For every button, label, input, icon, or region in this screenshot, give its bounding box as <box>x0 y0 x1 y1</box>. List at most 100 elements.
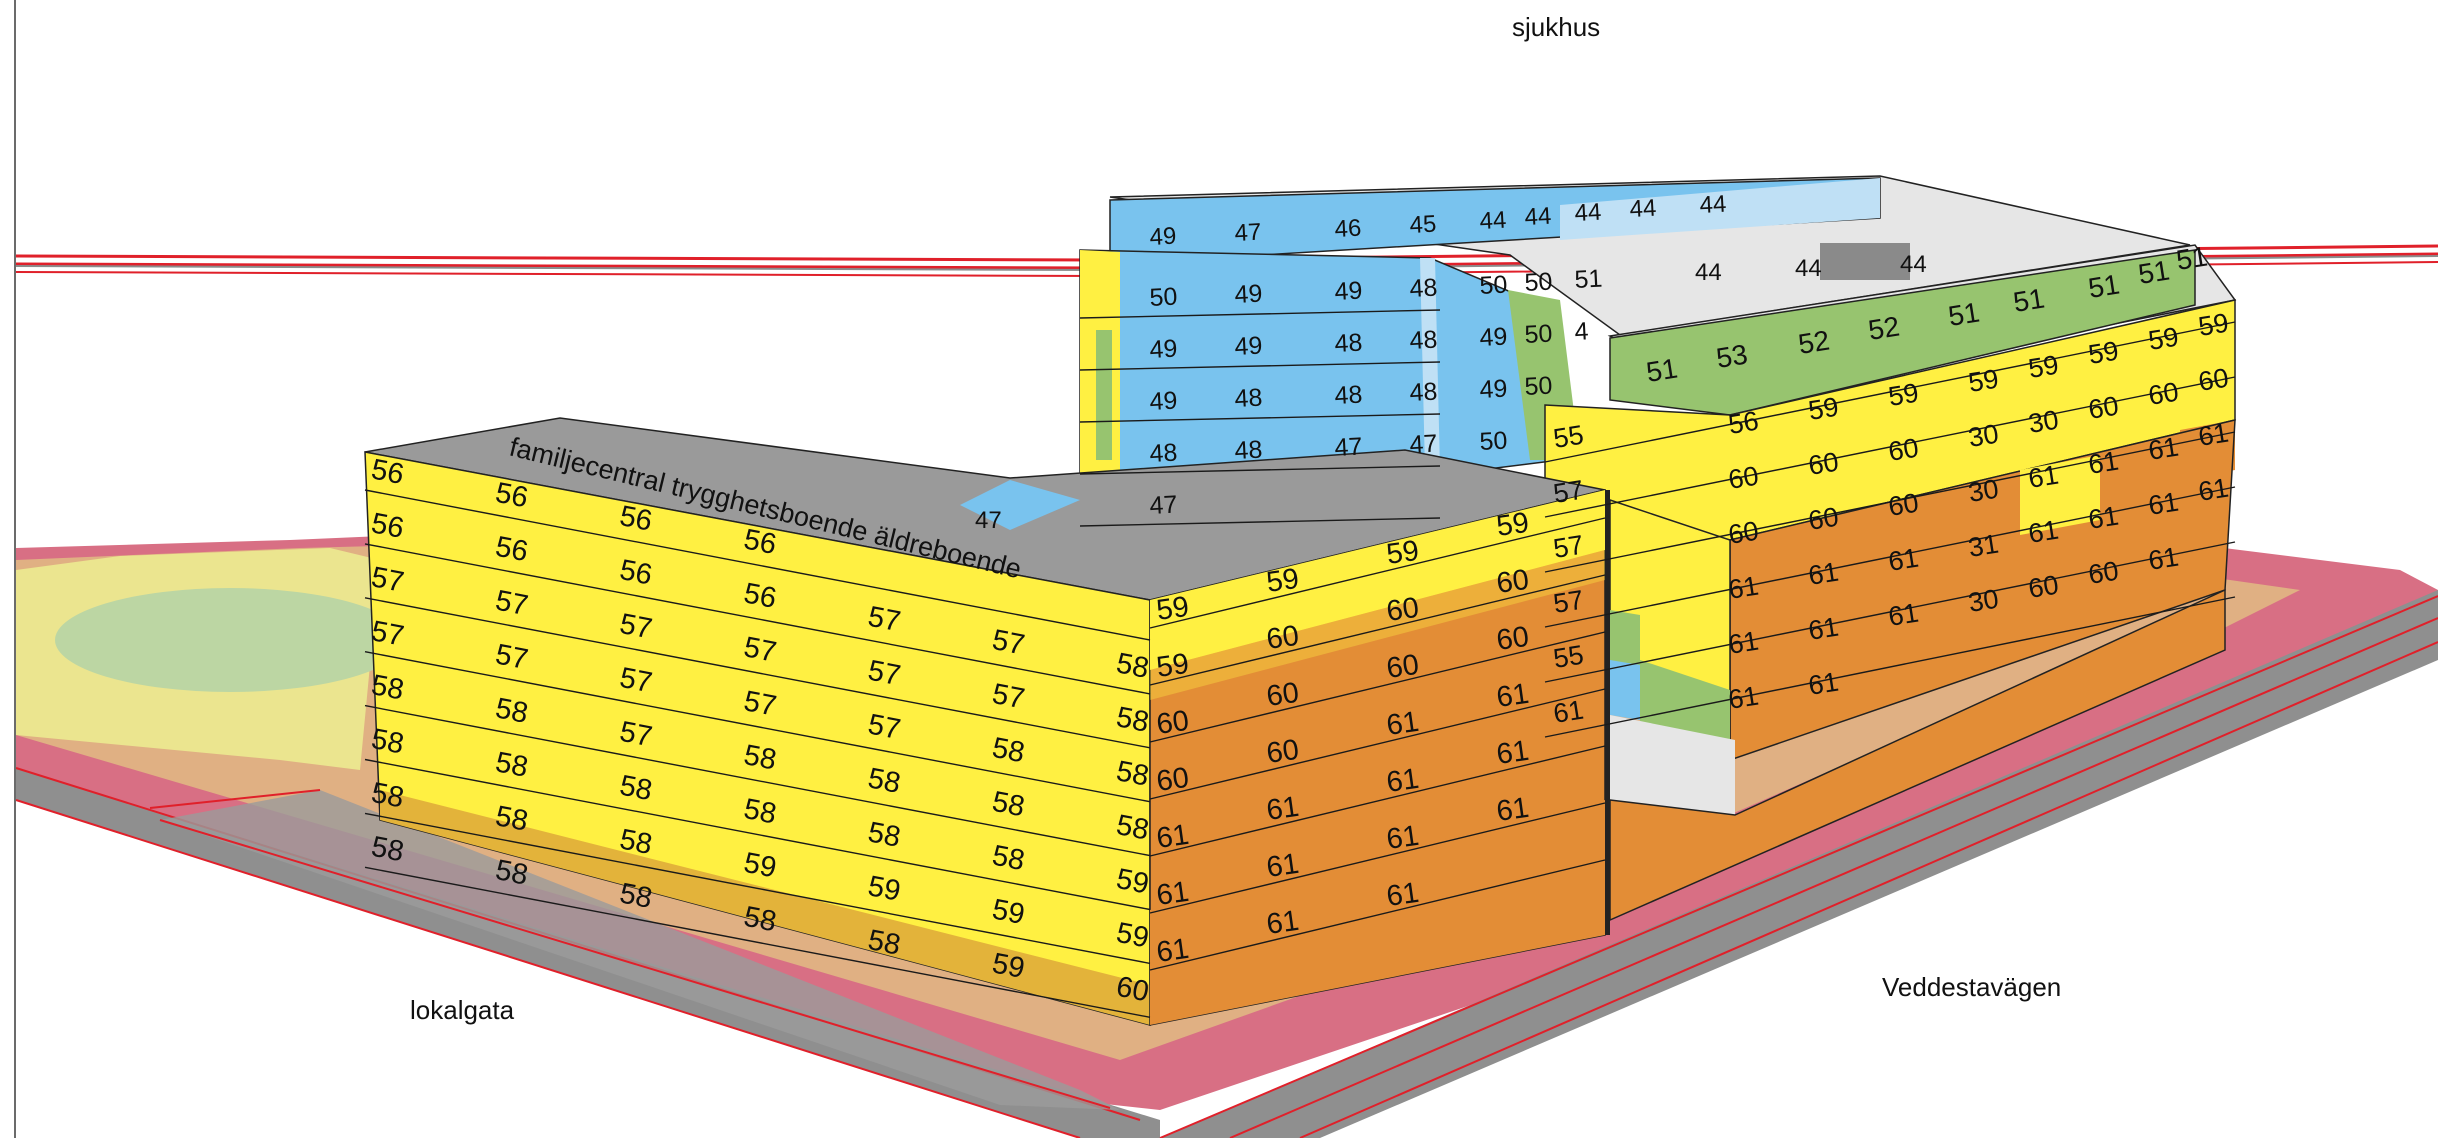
facade-value: 50 <box>1479 427 1508 456</box>
facade-value: 60 <box>1385 592 1421 628</box>
facade-value: 61 <box>2146 487 2180 521</box>
facade-value: 59 <box>1385 535 1421 571</box>
facade-value: 47 <box>975 507 1002 534</box>
facade-value: 60 <box>2146 377 2180 411</box>
facade-value: 57 <box>1551 475 1585 509</box>
storey-line <box>364 489 1151 641</box>
facade-value: 58 <box>369 777 407 815</box>
facade-value: 61 <box>1806 557 1840 591</box>
facade-value: 61 <box>1495 678 1531 714</box>
frame-edge <box>14 0 16 1138</box>
facade-value: 58 <box>865 924 903 962</box>
facade-value: 60 <box>2196 363 2230 397</box>
road-veddestavagen <box>1160 590 2438 1138</box>
facade-value: 59 <box>1886 378 1920 412</box>
facade-value: 60 <box>1155 762 1191 798</box>
facade-value: 59 <box>1114 863 1152 901</box>
facade-value: 45 <box>1409 211 1437 239</box>
facade-value: 57 <box>617 608 655 646</box>
facade-value: 60 <box>1265 677 1301 713</box>
facade-value: 60 <box>1265 734 1301 770</box>
facade-value: 49 <box>1234 280 1263 309</box>
facade-value: 60 <box>1726 516 1760 550</box>
facade-value: 48 <box>1334 329 1363 358</box>
storey-line <box>1544 541 2236 683</box>
facade-value: 61 <box>1551 695 1585 729</box>
facade-value: 49 <box>1234 332 1263 361</box>
facade-value: 60 <box>1114 971 1152 1009</box>
facade-value: 50 <box>1524 320 1553 349</box>
facade-value: 59 <box>2196 308 2230 342</box>
facade-value: 58 <box>989 732 1027 770</box>
facade-value: 48 <box>1409 326 1438 355</box>
facade-value: 58 <box>369 723 407 761</box>
facade-value: 61 <box>2196 473 2230 507</box>
storey-line <box>1544 486 2236 628</box>
facade-value: 55 <box>1551 420 1585 454</box>
facade-value: 56 <box>617 554 655 592</box>
facade-value: 30 <box>1966 474 2000 508</box>
storey-line <box>1544 321 2236 463</box>
facade-value: 57 <box>865 655 903 693</box>
facade-value: 44 <box>1629 195 1657 223</box>
facade-value: 60 <box>1155 705 1191 741</box>
facade-value: 56 <box>617 500 655 538</box>
facade-value: 58 <box>493 854 531 892</box>
facade-value: 31 <box>1966 529 2000 563</box>
facade-value: 57 <box>865 708 903 746</box>
storey-lines <box>364 309 2236 1018</box>
east-green-band <box>1609 249 2196 416</box>
facade-value: 47 <box>1334 433 1363 462</box>
facade-value: 4 <box>1574 317 1589 346</box>
storey-line <box>1149 745 1606 857</box>
storey-line <box>364 651 1151 803</box>
facade-value: 61 <box>2026 515 2060 549</box>
facade-value: 57 <box>989 678 1027 716</box>
facade-value: 61 <box>1155 933 1191 969</box>
facade-value: 59 <box>1155 591 1191 627</box>
facade-value: 57 <box>865 601 903 639</box>
facade-value: 56 <box>741 577 779 615</box>
facade-value: 58 <box>617 877 655 915</box>
facade-value: 49 <box>1149 335 1178 364</box>
facade-value: 47 <box>1149 491 1178 520</box>
label-lokalgata: lokalgata <box>410 995 515 1025</box>
facade-value: 61 <box>2086 501 2120 535</box>
inner-road <box>160 790 1120 1110</box>
ground-green-zone <box>55 588 405 692</box>
facade-value: 61 <box>1155 876 1191 912</box>
facade-value: 56 <box>741 523 779 561</box>
facade-value: 59 <box>865 870 903 908</box>
facade-value: 60 <box>2026 570 2060 604</box>
facade-value: 59 <box>2086 336 2120 370</box>
facade-value: 60 <box>1726 461 1760 495</box>
facade-value: 60 <box>1495 621 1531 657</box>
facade-value: 47 <box>1234 219 1262 247</box>
facade-value: 58 <box>989 786 1027 824</box>
facade-value: 60 <box>2086 391 2120 425</box>
storey-line <box>1544 376 2236 518</box>
front-wing <box>364 417 1610 1026</box>
facade-value: 58 <box>989 840 1027 878</box>
facade-value: 51 <box>2174 240 2210 275</box>
facade-value: 61 <box>1385 877 1421 913</box>
facade-value: 60 <box>1886 433 1920 467</box>
facade-value: 52 <box>1796 324 1832 359</box>
facade-value: 57 <box>1551 585 1585 619</box>
facade-value: 58 <box>741 901 779 939</box>
facade-value: 61 <box>1886 543 1920 577</box>
facade-value: 58 <box>617 824 655 862</box>
facade-value: 30 <box>2026 405 2060 439</box>
facade-value: 61 <box>1495 792 1531 828</box>
facade-value: 49 <box>1334 277 1363 306</box>
facade-value: 58 <box>1114 809 1152 847</box>
facade-value: 48 <box>1409 274 1438 303</box>
facade-value: 58 <box>741 793 779 831</box>
facade-value: 56 <box>493 477 531 515</box>
storey-line <box>1149 631 1606 743</box>
facade-value: 61 <box>1495 735 1531 771</box>
facade-value: 59 <box>1806 392 1840 426</box>
facade-value: 59 <box>2146 322 2180 356</box>
facade-value: 50 <box>1524 372 1553 401</box>
facade-value: 58 <box>865 762 903 800</box>
